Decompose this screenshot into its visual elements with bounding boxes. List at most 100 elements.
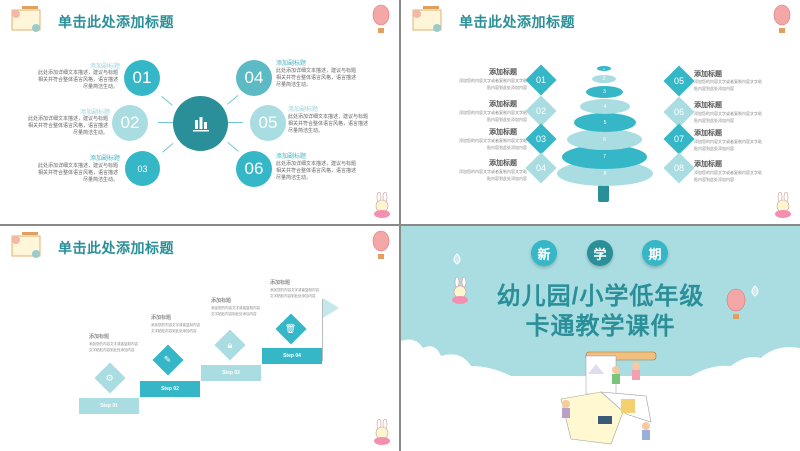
diamond-label-03: 03 bbox=[535, 134, 546, 144]
number-circle-04[interactable]: 04 bbox=[236, 60, 272, 96]
bunny-icon bbox=[452, 253, 468, 304]
hot-air-balloon-icon bbox=[372, 230, 390, 259]
tree-trunk bbox=[598, 185, 609, 202]
slide-title[interactable]: 单击此处添加标题 bbox=[459, 14, 575, 30]
trash-icon: 🗑︎ bbox=[285, 323, 297, 334]
desc-02: 添加您的内容文字或者复制内容文字粘贴内容到此处添加内容 bbox=[459, 110, 527, 122]
step-04-heading: 添加标题 bbox=[270, 280, 291, 286]
step-04-bar[interactable]: Step 04 bbox=[262, 348, 322, 364]
diamond-label-01: 01 bbox=[535, 75, 546, 85]
number-circle-02[interactable]: 02 bbox=[112, 105, 148, 141]
kids-illustration-icon bbox=[412, 6, 442, 32]
bunny-icon bbox=[775, 192, 791, 218]
desc-03: 此处添加详细文本描述，建议与标题相关并符合整体语言风格，语言描述尽量简洁生动。 bbox=[38, 163, 119, 183]
heading-05: 添加标题 bbox=[694, 71, 722, 78]
desc-08: 添加您的内容文字或者复制内容文字粘贴内容到此处添加内容 bbox=[694, 170, 762, 182]
tree-layer-4: 4 bbox=[580, 99, 630, 114]
pill-xue: 学 bbox=[587, 240, 613, 266]
flag-icon bbox=[323, 298, 339, 318]
tree-layer-3: 3 bbox=[586, 86, 623, 98]
connector-line bbox=[227, 142, 239, 152]
desc-06: 添加您的内容文字或者复制内容文字粘贴内容到此处添加内容 bbox=[694, 111, 762, 123]
desc-06: 此处添加详细文本描述，建议与标题相关并符合整体语言风格，语言描述尽量简洁生动。 bbox=[276, 161, 357, 181]
slide-thumbnail-2[interactable]: 单击此处添加标题 8 7 6 5 4 3 2 1 01 02 03 04 05 … bbox=[401, 0, 800, 224]
slide-thumbnail-4-cover[interactable]: 新 学 期 幼儿园/小学低年级 卡通教学课件 bbox=[401, 226, 800, 451]
heading-04: 添加标题 bbox=[489, 160, 517, 167]
step-01-diamond: ⚙ bbox=[94, 362, 126, 394]
step-03-desc: 添加您的内容文字或者复制内容文字粘贴内容到此处添加内容 bbox=[211, 306, 260, 316]
kids-illustration-icon bbox=[11, 6, 41, 32]
step-04-desc: 添加您的内容文字或者复制内容文字粘贴内容到此处添加内容 bbox=[270, 288, 319, 298]
heading-01: 添加标题 bbox=[489, 69, 517, 76]
connector-line bbox=[227, 95, 239, 105]
subtitle-04: 添加副标题 bbox=[276, 61, 307, 67]
cover-title-line2[interactable]: 卡通教学课件 bbox=[525, 313, 676, 340]
step-01-desc: 添加您的内容文字或者复制内容文字粘贴内容到此处添加内容 bbox=[89, 342, 138, 352]
step-03-diamond: 🔒︎ bbox=[214, 329, 246, 361]
subtitle-06: 添加副标题 bbox=[276, 154, 307, 160]
diamond-label-04: 04 bbox=[535, 163, 546, 173]
slide-title[interactable]: 单击此处添加标题 bbox=[58, 14, 174, 30]
kids-reading-book-illustration bbox=[560, 351, 657, 445]
heading-08: 添加标题 bbox=[694, 161, 722, 168]
flag-pole bbox=[322, 299, 323, 361]
bunny-icon bbox=[374, 192, 390, 218]
tree-layer-2: 2 bbox=[592, 75, 616, 83]
desc-05: 此处添加详细文本描述，建议与标题相关并符合整体语言风格，语言描述尽量简洁生动。 bbox=[288, 114, 369, 134]
bar-chart-icon bbox=[192, 116, 209, 131]
hot-air-balloon-icon bbox=[726, 285, 759, 319]
tree-layer-6: 6 bbox=[567, 129, 642, 150]
subtitle-03: 添加副标题 bbox=[90, 156, 121, 162]
subtitle-02: 添加副标题 bbox=[80, 110, 111, 116]
step-01-bar[interactable]: Step 01 bbox=[79, 398, 139, 414]
slide-thumbnail-3[interactable]: 单击此处添加标题 Step 01 Step 02 Step 03 Step 04… bbox=[0, 226, 399, 451]
diamond-label-02: 02 bbox=[535, 106, 546, 116]
heading-03: 添加标题 bbox=[489, 129, 517, 136]
step-03-heading: 添加标题 bbox=[211, 298, 232, 304]
connector-line bbox=[161, 96, 173, 106]
bunny-icon bbox=[374, 419, 390, 445]
subtitle-01: 添加副标题 bbox=[90, 64, 121, 70]
hot-air-balloon-icon bbox=[773, 4, 791, 33]
heading-06: 添加标题 bbox=[694, 102, 722, 109]
diamond-label-07: 07 bbox=[673, 134, 684, 144]
tree-layer-1: 1 bbox=[597, 66, 611, 71]
number-circle-01[interactable]: 01 bbox=[124, 60, 160, 96]
diamond-label-06: 06 bbox=[673, 107, 684, 117]
step-02-heading: 添加标题 bbox=[151, 315, 172, 321]
lock-icon: 🔒︎ bbox=[227, 339, 233, 350]
slide-thumbnail-1[interactable]: 单击此处添加标题 01 02 03 04 05 06 添加副标题 此处添加详细文… bbox=[0, 0, 399, 224]
cover-title-line1[interactable]: 幼儿园/小学低年级 bbox=[496, 283, 705, 310]
step-01-heading: 添加标题 bbox=[89, 334, 110, 340]
pencil-icon: ✎ bbox=[164, 354, 172, 365]
desc-01: 此处添加详细文本描述，建议与标题相关并符合整体语言风格，语言描述尽量简洁生动。 bbox=[38, 70, 119, 90]
diamond-label-05: 05 bbox=[673, 76, 684, 86]
pill-xin: 新 bbox=[531, 240, 557, 266]
step-04-diamond: 🗑︎ bbox=[275, 313, 307, 345]
step-02-diamond: ✎ bbox=[152, 344, 184, 376]
step-02-desc: 添加您的内容文字或者复制内容文字粘贴内容到此处添加内容 bbox=[151, 323, 200, 333]
number-circle-03[interactable]: 03 bbox=[125, 151, 160, 186]
hot-air-balloon-icon bbox=[372, 4, 390, 33]
tree-layer-5: 5 bbox=[574, 113, 636, 132]
subtitle-05: 添加副标题 bbox=[288, 107, 319, 113]
step-02-bar[interactable]: Step 02 bbox=[140, 381, 200, 397]
gear-icon: ⚙ bbox=[105, 372, 115, 383]
center-hub bbox=[173, 96, 228, 151]
connector-line bbox=[227, 122, 243, 123]
number-circle-06[interactable]: 06 bbox=[236, 151, 272, 187]
kids-illustration-icon bbox=[11, 232, 41, 258]
desc-04: 此处添加详细文本描述，建议与标题相关并符合整体语言风格，语言描述尽量简洁生动。 bbox=[276, 68, 357, 88]
connector-line bbox=[162, 143, 174, 153]
desc-01: 添加您的内容文字或者复制内容文字粘贴内容到此处添加内容 bbox=[459, 78, 527, 90]
pill-qi: 期 bbox=[642, 240, 668, 266]
desc-05: 添加您的内容文字或者复制内容文字粘贴内容到此处添加内容 bbox=[694, 79, 762, 91]
step-03-bar[interactable]: Step 03 bbox=[201, 365, 261, 381]
slide-title[interactable]: 单击此处添加标题 bbox=[58, 240, 174, 256]
heading-07: 添加标题 bbox=[694, 130, 722, 137]
heading-02: 添加标题 bbox=[489, 101, 517, 108]
number-circle-05[interactable]: 05 bbox=[250, 105, 286, 141]
desc-02: 此处添加详细文本描述，建议与标题相关并符合整体语言风格，语言描述尽量简洁生动。 bbox=[28, 116, 109, 136]
desc-03: 添加您的内容文字或者复制内容文字粘贴内容到此处添加内容 bbox=[459, 138, 527, 150]
desc-07: 添加您的内容文字或者复制内容文字粘贴内容到此处添加内容 bbox=[694, 139, 762, 151]
